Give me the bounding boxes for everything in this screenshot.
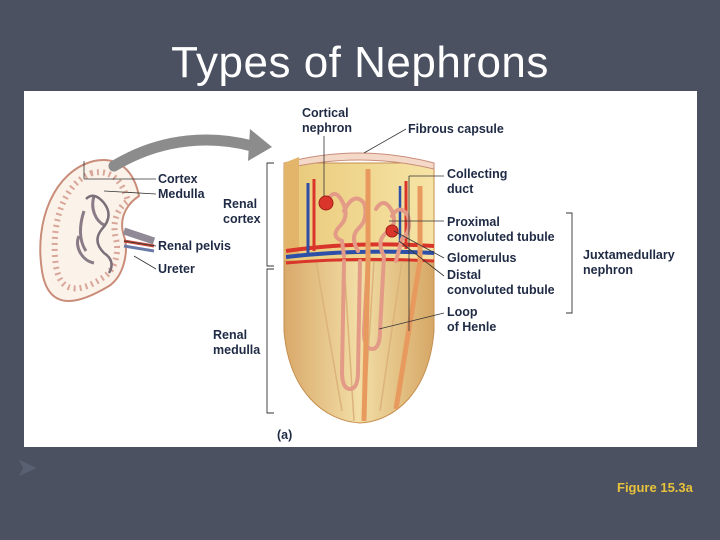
- label-fibrous-capsule: Fibrous capsule: [408, 122, 504, 136]
- zoom-arrow-head: [248, 129, 272, 161]
- brackets: [266, 162, 573, 414]
- label-proximal-tubule: Proximal convoluted tubule: [447, 215, 555, 244]
- wedge-leaders: [323, 128, 445, 331]
- label-medulla: Medulla: [158, 187, 205, 201]
- label-renal-cortex: Renal cortex: [223, 197, 261, 226]
- label-ureter: Ureter: [158, 262, 195, 276]
- label-loop-of-henle: Loop of Henle: [447, 305, 497, 334]
- decorative-arrow: ➤: [16, 452, 38, 482]
- zoom-arrow: [108, 134, 258, 172]
- nephron-tubules: [324, 192, 412, 392]
- panel-label: (a): [277, 428, 293, 442]
- figure-caption: Figure 15.3a: [617, 480, 693, 495]
- kidney-leaders: [83, 161, 157, 270]
- glomeruli: [318, 195, 399, 238]
- label-collecting-duct: Collecting duct: [447, 167, 508, 196]
- label-renal-pelvis: Renal pelvis: [158, 239, 231, 253]
- label-glomerulus: Glomerulus: [447, 251, 517, 265]
- label-cortical-nephron: Cortical nephron: [302, 106, 352, 135]
- nephron-diagram: [39, 128, 573, 424]
- label-renal-medulla: Renal medulla: [213, 328, 261, 357]
- label-cortex: Cortex: [158, 172, 198, 186]
- collecting-ducts: [361, 169, 423, 422]
- figure-panel: Cortical nephron Fibrous capsule Cortex …: [24, 91, 697, 447]
- label-distal-tubule: Distal convoluted tubule: [447, 268, 555, 297]
- slide-title: Types of Nephrons: [171, 38, 549, 87]
- label-juxtamedullary-nephron: Juxtamedullary nephron: [583, 248, 675, 277]
- kidney-section: [39, 159, 156, 302]
